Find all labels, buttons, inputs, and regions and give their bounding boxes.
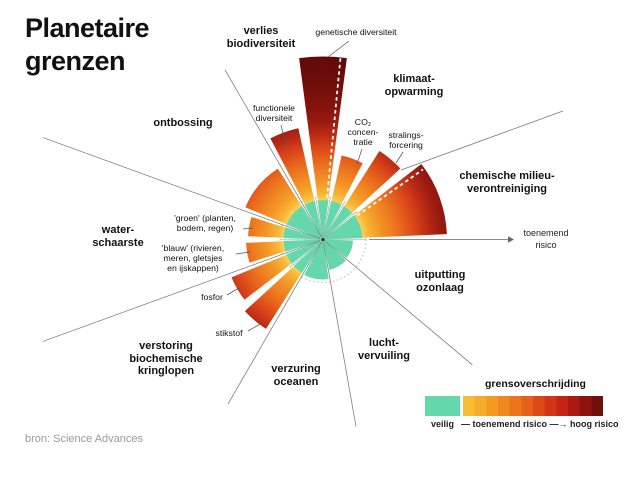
risk-axis-arrowhead [508, 236, 514, 243]
label-water-schaarste: water-schaarste [92, 224, 144, 249]
leader-genetische-diversiteit [327, 40, 350, 58]
leader-functionele-diversiteit [280, 124, 287, 147]
sector-divider-130 [325, 241, 473, 366]
label-chemische-milieu-verontreiniging: chemische milieu-verontreiniging [459, 170, 555, 195]
label-lucht-vervuiling: lucht-vervuiling [358, 337, 410, 362]
label-genetische-diversiteit: genetische diversiteit [315, 27, 397, 37]
legend-safe-swatch [425, 396, 460, 416]
page-title-line1: Planetaire [25, 13, 150, 43]
safe-wedge-groen-water [283, 227, 323, 240]
legend-title: grensoverschrijding [485, 378, 586, 390]
leader-groen-water [242, 227, 254, 230]
leader-blauw-water [235, 251, 251, 255]
legend-risk-gradient-swatch [463, 396, 603, 416]
sector-divider-330 [224, 69, 322, 238]
page-title: Planetaire grenzen [25, 12, 150, 78]
spoke-230 [289, 241, 321, 268]
label-stikstof: stikstof [215, 328, 243, 338]
spoke-350 [315, 197, 323, 237]
sector-divider-290 [42, 137, 321, 239]
label-fosfor: fosfor [201, 292, 223, 302]
leader-co2-concentratie [356, 148, 363, 165]
risk-wedge-fosfor [231, 254, 292, 300]
safe-wedge-ontbossing [285, 205, 323, 240]
safe-wedge-stralingsforcering [323, 205, 353, 240]
sector-divider-210 [227, 241, 322, 405]
safe-wedge-uitputting-ozonlaag [323, 239, 353, 258]
sector-divider-170 [323, 242, 357, 427]
label-ontbossing: ontbossing [153, 117, 213, 129]
risk-wedge-stikstof [244, 266, 302, 329]
label-klimaat-opwarming: klimaat-opwarming [384, 73, 444, 98]
safe-wedge-co2-concentratie [323, 200, 342, 240]
risk-wedge-blauw-water [246, 241, 286, 263]
sector-divider-250 [42, 240, 321, 342]
spoke-50 [325, 211, 357, 238]
chart-center-dot [321, 237, 325, 242]
safe-wedge-verzuring-oceanen [304, 239, 329, 280]
legend-risk-label: — toenemend risico —→ hoog risico [461, 419, 619, 429]
safe-wedge-chemische-milieuverontreiniging [323, 214, 363, 240]
label-stralings-forcering: stralings-forcering [388, 130, 424, 150]
risk-wedge-genetische-diversiteit [299, 56, 347, 201]
source-credit: bron: Science Advances [25, 433, 144, 445]
leader-stralings-forcering [395, 151, 404, 164]
risk-wedge-stralingsforcering [344, 150, 401, 213]
page-title-line2: grenzen [25, 46, 126, 76]
leader-stikstof [247, 322, 263, 332]
risk-wedge-co2-concentratie [331, 155, 363, 205]
legend-safe-label: veilig [430, 419, 454, 429]
dashed-uncertainty-line-55 [356, 168, 424, 217]
risk-wedge-ontbossing [245, 168, 302, 225]
chemische-sector-line [400, 110, 564, 171]
safe-wedge-stikstof [293, 239, 323, 274]
safe-wedge-functionele-diversiteit [304, 200, 323, 240]
safe-wedge-luchtvervuiling [323, 239, 347, 270]
label-groen-water: 'groen' (planten,bodem, regen) [174, 213, 236, 233]
spoke-10 [323, 197, 331, 237]
risk-wedge-groen-water [248, 216, 286, 238]
risk-wedge-chemische-milieuverontreiniging [354, 164, 447, 238]
leader-fosfor [226, 287, 240, 296]
safe-wedge-genetische-diversiteit [317, 199, 329, 240]
safe-wedge-fosfor [285, 239, 323, 265]
safe-wedge-blauw-water [283, 239, 323, 252]
risk-wedge-functionele-diversiteit [270, 128, 315, 205]
spoke-30 [324, 202, 345, 238]
